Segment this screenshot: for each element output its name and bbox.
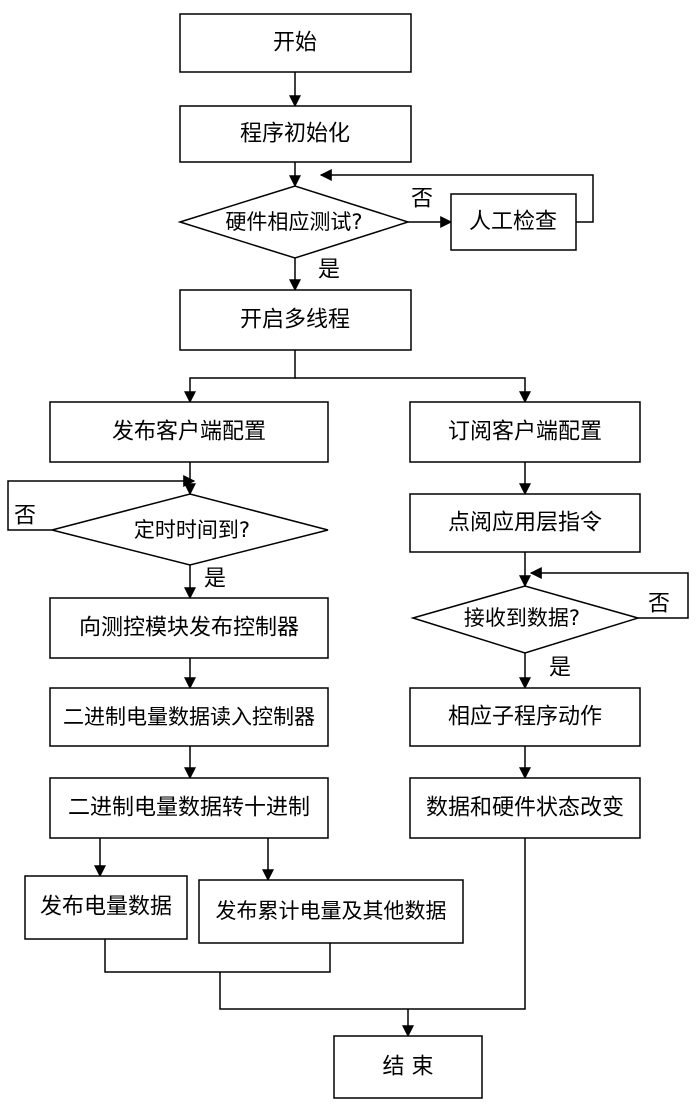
convert-box (49, 777, 329, 839)
publish-controller-box (49, 597, 329, 659)
sub-config-box (409, 401, 641, 463)
subroutine-box (409, 687, 641, 747)
line-split-right (295, 377, 531, 404)
hw-test-no-label: 否 (411, 187, 433, 212)
timer-label: 定时时间到? (134, 518, 250, 542)
node-labels: 开始 程序初始化 硬件相应测试? 人工检查 开启多线程 发布客户端配置 订阅客户… (40, 31, 624, 1080)
receive-diamond (410, 585, 641, 654)
arrow-timer-no-loop (7, 475, 196, 531)
timer-diamond (51, 493, 329, 566)
hw-test-label: 硬件相应测试? (225, 210, 362, 234)
manual-check-box (450, 193, 577, 251)
publish-cumulative-label: 发布累计电量及其他数据 (216, 899, 447, 923)
nodes (24, 13, 641, 1099)
timer-no-label: 否 (14, 504, 36, 529)
line-right-to-end (408, 838, 526, 1010)
multithread-label: 开启多线程 (240, 308, 350, 333)
manual-check-label: 人工检查 (469, 210, 557, 235)
click-app-label: 点阅应用层指令 (448, 511, 602, 536)
receive-no-label: 否 (648, 592, 670, 617)
connectors (7, 72, 689, 1038)
hw-test-diamond (177, 185, 411, 259)
state-change-label: 数据和硬件状态改变 (426, 796, 624, 821)
hw-test-yes-label: 是 (318, 258, 340, 283)
end-box (333, 1035, 483, 1099)
receive-label: 接收到数据? (464, 606, 580, 630)
init-box (179, 105, 412, 163)
pub-config-box (49, 401, 329, 463)
start-box (179, 13, 412, 73)
publish-controller-label: 向测控模块发布控制器 (79, 616, 299, 641)
sub-config-label: 订阅客户端配置 (448, 420, 602, 445)
end-label: 结 束 (383, 1055, 434, 1080)
subroutine-label: 相应子程序动作 (448, 705, 602, 730)
publish-power-label: 发布电量数据 (40, 895, 172, 920)
arrow-manual-loop-back (319, 169, 594, 223)
publish-power-box (24, 875, 188, 940)
pub-config-label: 发布客户端配置 (112, 420, 266, 445)
publish-cumulative-box (198, 879, 464, 944)
convert-label: 二进制电量数据转十进制 (68, 796, 310, 821)
read-binary-label: 二进制电量数据读入控制器 (63, 705, 315, 729)
state-change-box (409, 777, 641, 839)
branch-labels: 否 是 否 是 否 是 (14, 187, 670, 681)
line-power-merge (104, 939, 331, 973)
init-label: 程序初始化 (240, 122, 350, 147)
line-left-to-end (219, 972, 408, 1010)
arrow-receive-no-loop (529, 567, 689, 619)
line-multithread-split (184, 350, 296, 404)
receive-yes-label: 是 (549, 656, 571, 681)
timer-yes-label: 是 (204, 567, 226, 592)
multithread-box (179, 289, 412, 351)
start-label: 开始 (273, 31, 317, 56)
read-binary-box (49, 687, 329, 747)
click-app-box (409, 493, 641, 553)
